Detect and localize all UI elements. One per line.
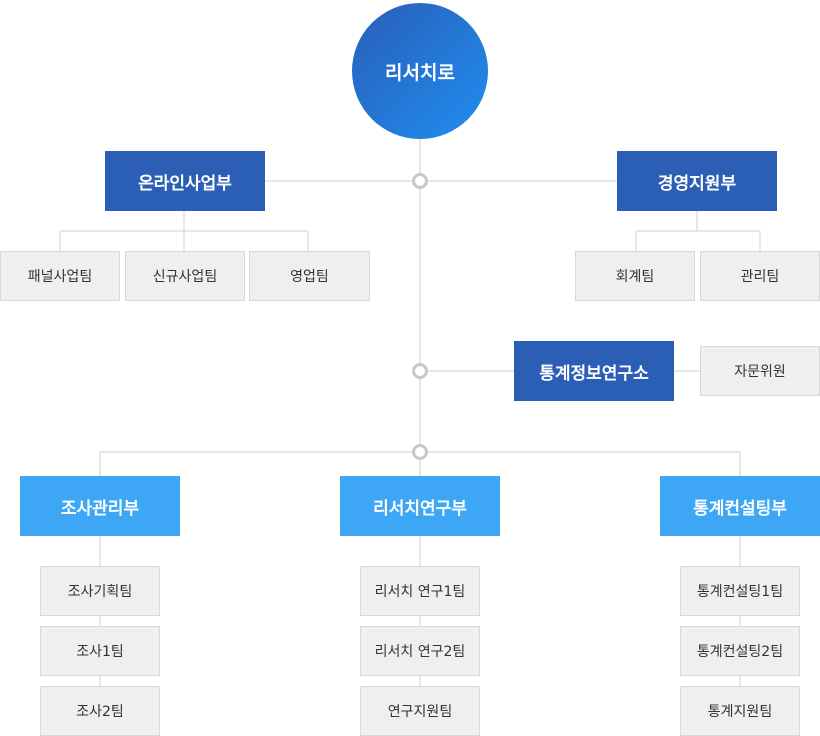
junction-node — [412, 363, 428, 379]
survey-team-1: 조사기획팀 — [40, 566, 160, 616]
research-team-3: 연구지원팀 — [360, 686, 480, 736]
team-label: 연구지원팀 — [387, 704, 453, 720]
advisor-box: 자문위원 — [700, 346, 820, 396]
team-label: 리서치 연구1팀 — [374, 584, 466, 600]
research-dept-box: 리서치연구부 — [340, 476, 500, 536]
team-label: 영업팀 — [290, 269, 329, 285]
team-label: 조사2팀 — [76, 704, 124, 720]
research-dept-label: 리서치연구부 — [373, 498, 467, 519]
team-label: 통계지원팀 — [707, 704, 773, 720]
consulting-dept-box: 통계컨설팅부 — [660, 476, 820, 536]
online-dept-label: 온라인사업부 — [138, 173, 232, 194]
online-team-1: 패널사업팀 — [0, 251, 120, 301]
advisor-label: 자문위원 — [734, 364, 786, 380]
team-label: 조사기획팀 — [67, 584, 133, 600]
team-label: 리서치 연구2팀 — [374, 644, 466, 660]
consulting-team-1: 통계컨설팅1팀 — [680, 566, 800, 616]
institute-box: 통계정보연구소 — [514, 341, 674, 401]
consulting-dept-label: 통계컨설팅부 — [693, 498, 787, 519]
team-label: 통계컨설팅2팀 — [696, 644, 784, 660]
consulting-team-2: 통계컨설팅2팀 — [680, 626, 800, 676]
junction-node — [412, 444, 428, 460]
survey-team-2: 조사1팀 — [40, 626, 160, 676]
team-label: 관리팀 — [740, 269, 780, 285]
management-team-1: 회계팀 — [575, 251, 695, 301]
management-dept-label: 경영지원부 — [657, 173, 737, 194]
research-team-1: 리서치 연구1팀 — [360, 566, 480, 616]
root-node: 리서치로 — [352, 3, 488, 139]
junction-node — [412, 173, 428, 189]
institute-label: 통계정보연구소 — [539, 363, 649, 384]
online-team-3: 영업팀 — [249, 251, 370, 301]
team-label: 통계컨설팅1팀 — [696, 584, 784, 600]
research-team-2: 리서치 연구2팀 — [360, 626, 480, 676]
online-team-2: 신규사업팀 — [125, 251, 245, 301]
team-label: 패널사업팀 — [27, 269, 93, 285]
team-label: 회계팀 — [615, 269, 655, 285]
survey-dept-box: 조사관리부 — [20, 476, 180, 536]
root-label: 리서치로 — [385, 61, 455, 84]
management-dept-box: 경영지원부 — [617, 151, 777, 211]
team-label: 조사1팀 — [76, 644, 124, 660]
consulting-team-3: 통계지원팀 — [680, 686, 800, 736]
survey-dept-label: 조사관리부 — [60, 498, 140, 519]
survey-team-3: 조사2팀 — [40, 686, 160, 736]
online-dept-box: 온라인사업부 — [105, 151, 265, 211]
management-team-2: 관리팀 — [700, 251, 820, 301]
team-label: 신규사업팀 — [152, 269, 218, 285]
